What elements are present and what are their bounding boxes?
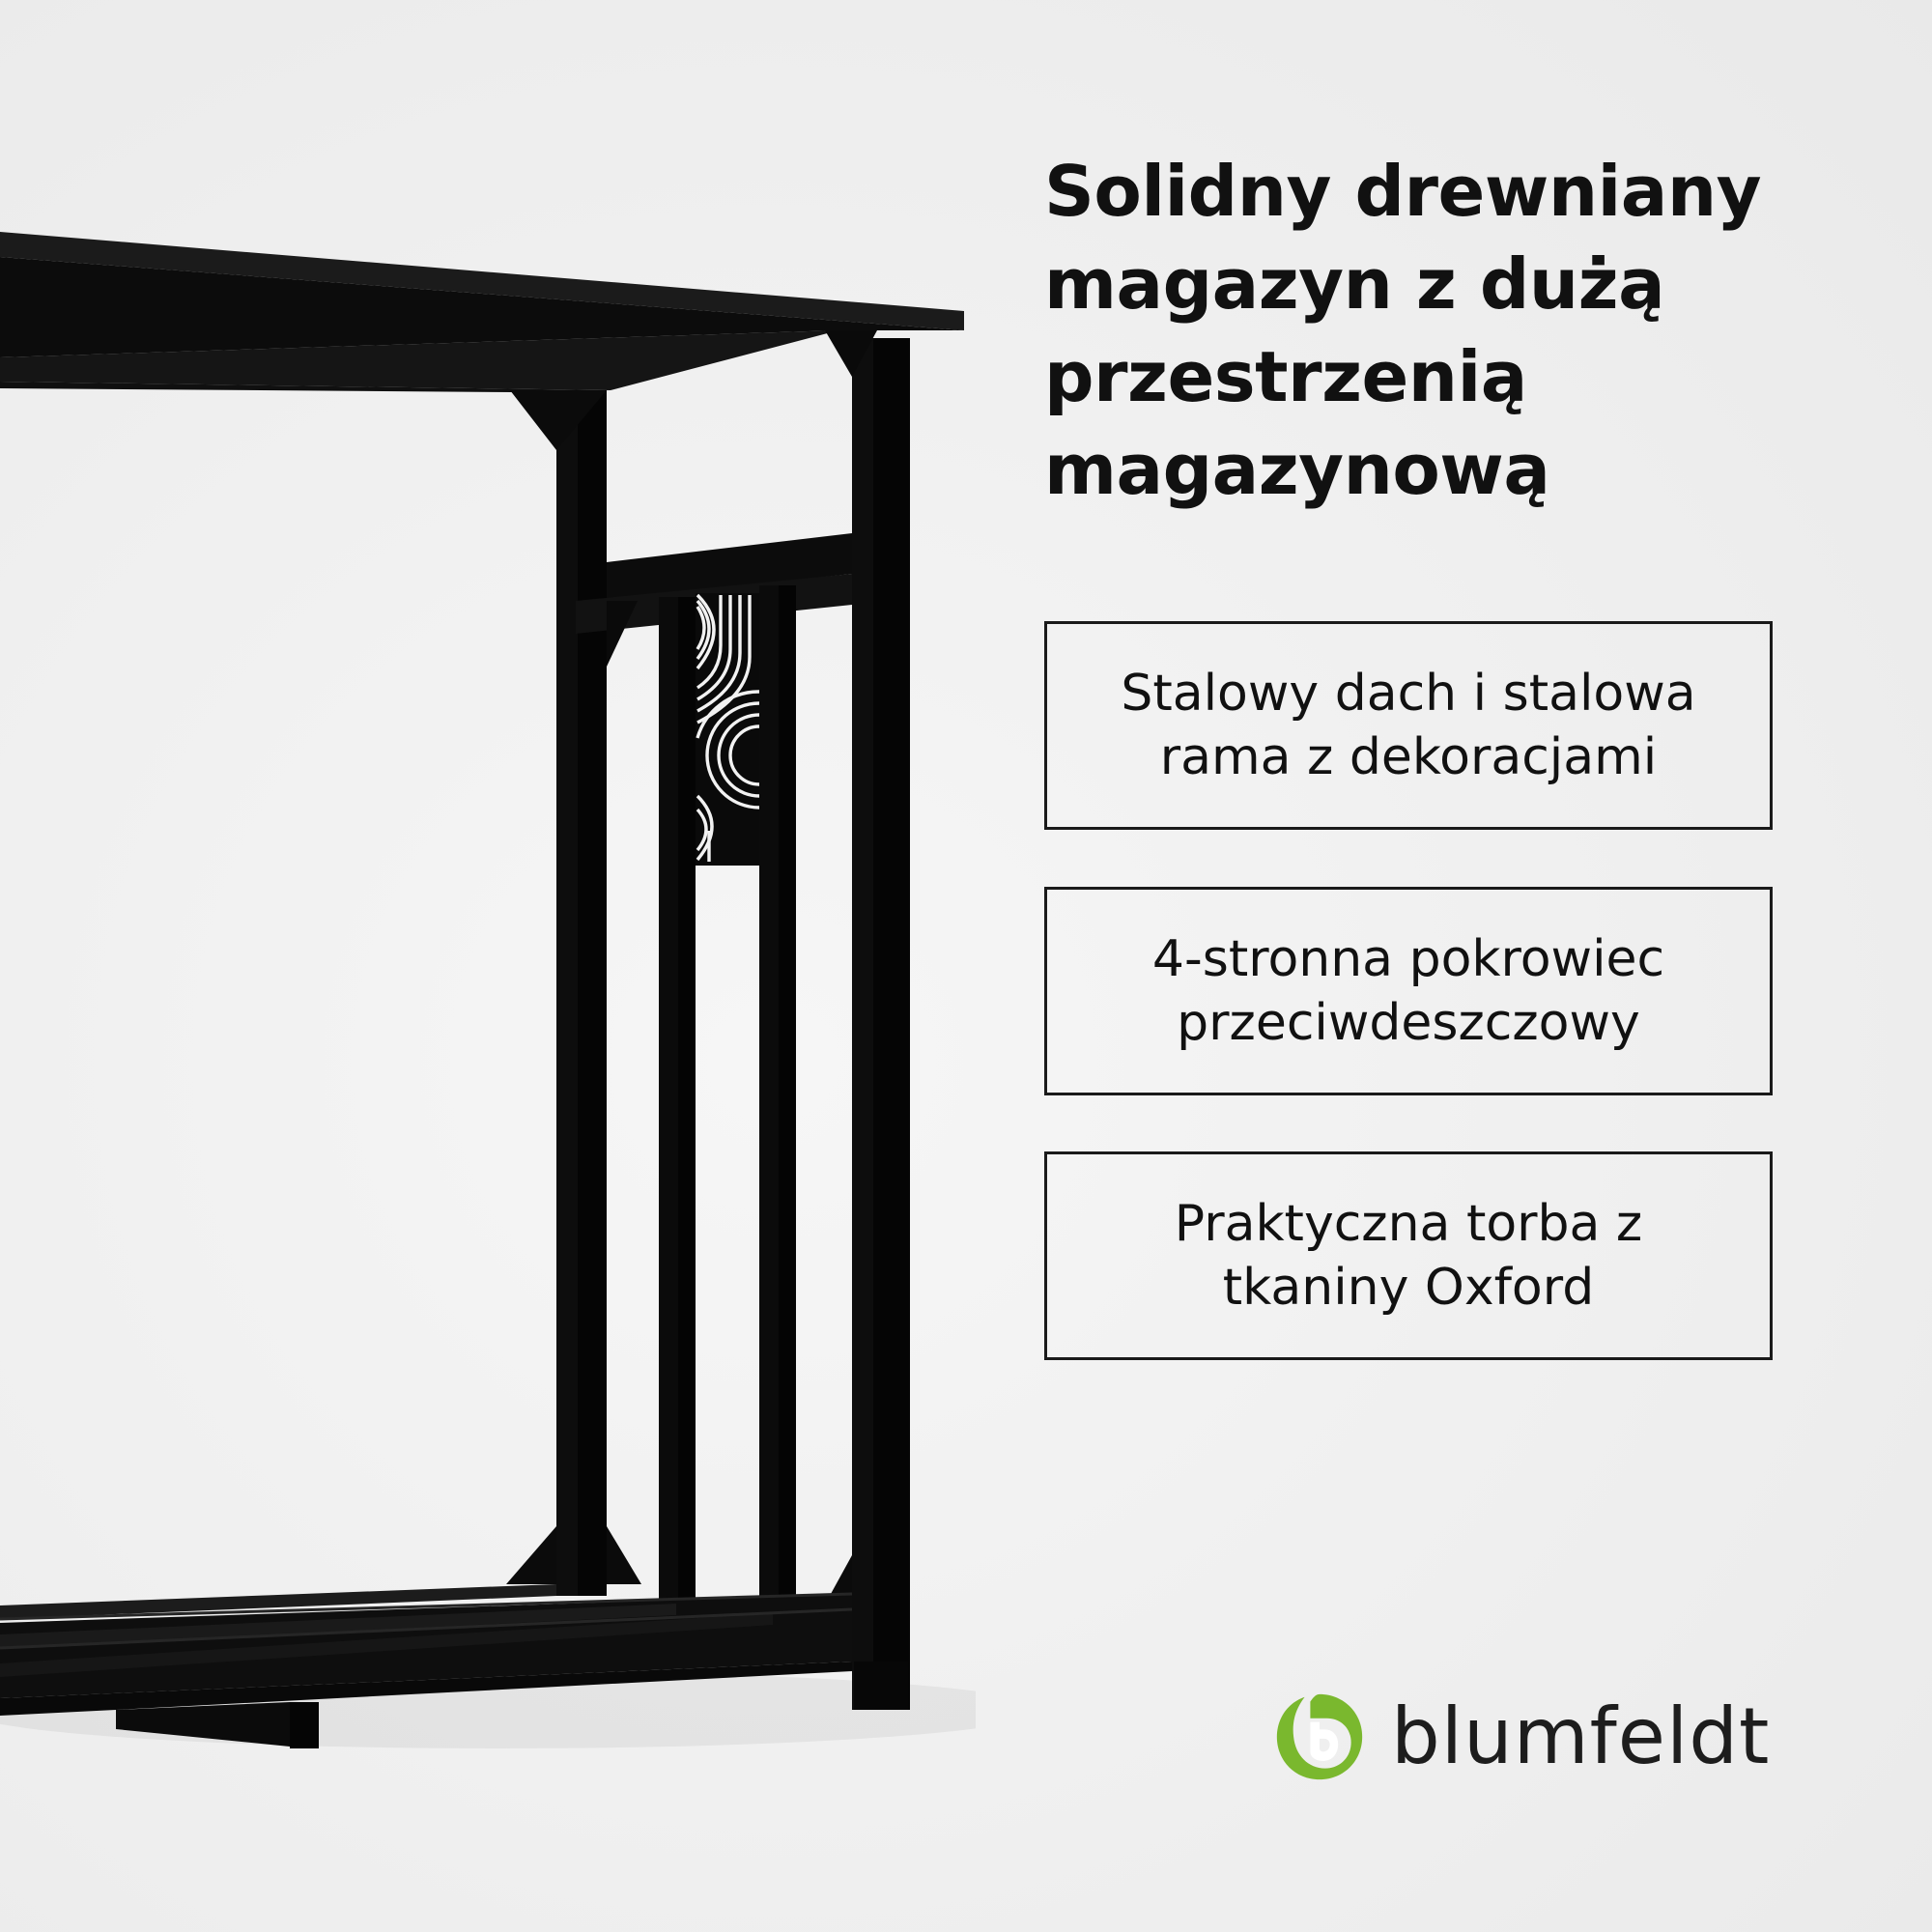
feature-line: przeciwdeszczowy xyxy=(1177,994,1640,1052)
firewood-rack-illustration xyxy=(0,232,976,1748)
headline: Solidny drewniany magazyn z dużą przestr… xyxy=(1044,145,1894,516)
headline-line: magazynową xyxy=(1044,429,1550,510)
feature-line: rama z dekoracjami xyxy=(1159,728,1658,786)
feature-box-steel-roof: Stalowy dach i stalowa rama z dekoracjam… xyxy=(1044,621,1773,830)
feature-line: 4-stronna pokrowiec xyxy=(1151,930,1665,988)
brand-wordmark: blumfeldt xyxy=(1391,1691,1771,1781)
brand-logo: blumfeldt xyxy=(1273,1689,1770,1785)
rack-cross-beam xyxy=(607,533,852,601)
feature-box-rain-cover: 4-stronna pokrowiec przeciwdeszczowy xyxy=(1044,887,1773,1095)
feature-text: 4-stronna pokrowiec przeciwdeszczowy xyxy=(1152,927,1664,1055)
feature-box-oxford-bag: Praktyczna torba z tkaniny Oxford xyxy=(1044,1151,1773,1360)
headline-line: magazyn z dużą xyxy=(1044,243,1665,325)
rack-roof xyxy=(0,232,964,330)
feature-text: Praktyczna torba z tkaniny Oxford xyxy=(1175,1192,1642,1320)
leaf-b-icon xyxy=(1276,1693,1363,1780)
feature-text: Stalowy dach i stalowa rama z dekoracjam… xyxy=(1121,662,1695,789)
headline-line: przestrzenią xyxy=(1044,336,1527,417)
rack-decor-pattern xyxy=(696,593,760,862)
feature-line: tkaniny Oxford xyxy=(1222,1259,1595,1317)
feature-line: Praktyczna torba z xyxy=(1174,1195,1643,1253)
headline-line: Solidny drewniany xyxy=(1044,151,1762,232)
feature-line: Stalowy dach i stalowa xyxy=(1121,665,1696,723)
